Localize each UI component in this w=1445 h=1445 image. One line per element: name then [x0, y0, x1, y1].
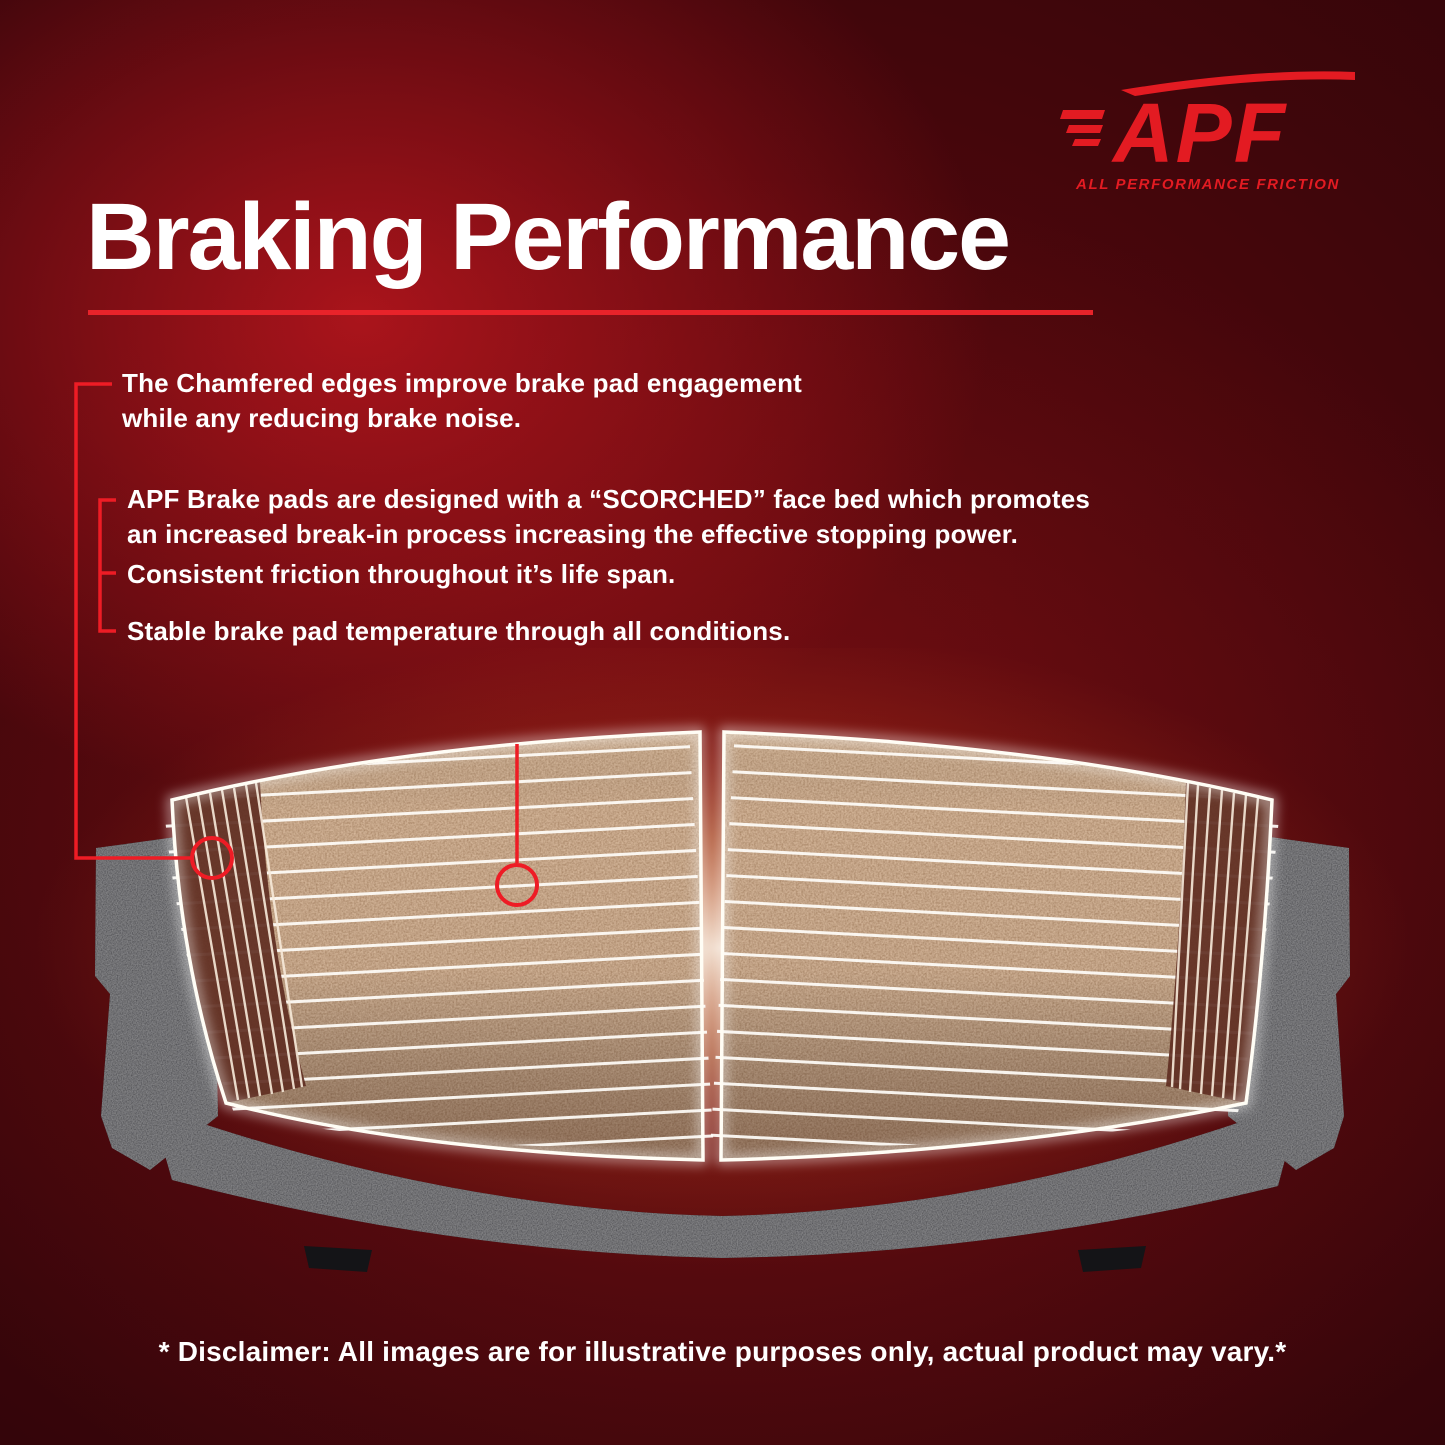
- logo-brand-text: APF: [1111, 86, 1288, 174]
- apf-logo-mark: APF: [1060, 71, 1355, 174]
- bullet-chamfered-edges: The Chamfered edges improve brake pad en…: [122, 368, 803, 433]
- apf-logo: APF ALL PERFORMANCE FRICTION: [1057, 66, 1359, 193]
- logo-speed-line-2: [1066, 125, 1103, 133]
- title-underline: [88, 310, 1093, 315]
- friction-lines-right: [710, 743, 1283, 1167]
- bullet-stable-temperature: Stable brake pad temperature through all…: [127, 616, 791, 646]
- disclaimer: * Disclaimer: All images are for illustr…: [158, 1336, 1287, 1367]
- logo-swoosh: [1121, 71, 1355, 96]
- logo-tagline: ALL PERFORMANCE FRICTION: [1076, 176, 1340, 193]
- chamfer-right: [1166, 782, 1272, 1103]
- bullet-scorched-bed: APF Brake pads are designed with a “SCOR…: [127, 484, 1091, 549]
- friction-lines-left: [161, 744, 714, 1166]
- page-title: Braking Performance: [86, 184, 1011, 290]
- brake-pad-right: [710, 727, 1283, 1167]
- callout-bracket-bullets: [98, 498, 116, 633]
- bullet-consistent-friction: Consistent friction throughout it’s life…: [127, 559, 676, 589]
- logo-speed-line-1: [1060, 110, 1105, 119]
- logo-speed-line-3: [1072, 139, 1101, 146]
- brake-pads-illustration: [32, 648, 1412, 1272]
- brake-pad-left: [161, 727, 714, 1166]
